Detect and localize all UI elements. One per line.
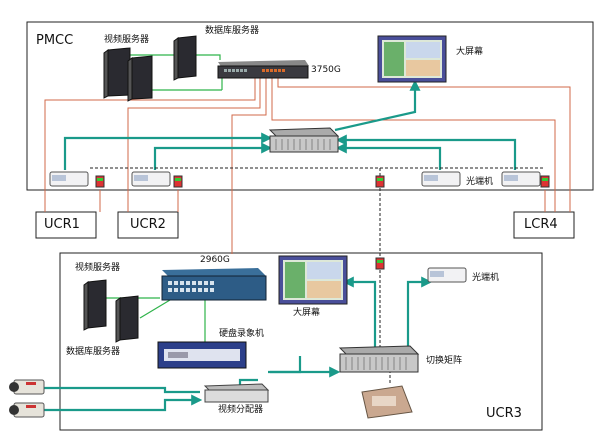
- lcr4-box: [513, 211, 575, 239]
- db-server-bottom-label: 数据库服务器: [66, 347, 121, 357]
- network-links: [44, 78, 571, 254]
- control-keyboard: [361, 385, 413, 419]
- optical-top-label: 光端机: [466, 177, 494, 187]
- ucr3-video-server: [83, 279, 107, 331]
- pmcc-zone-label: PMCC: [36, 33, 74, 48]
- ucr3-db-server: [115, 295, 139, 343]
- ucr3-big-screen: [278, 255, 348, 305]
- ucr3-zone-label: UCR3: [486, 406, 522, 421]
- switch-2960g: [161, 268, 267, 301]
- camera-icon: [9, 379, 45, 395]
- lcr4-label: LCR4: [524, 217, 558, 232]
- dvr-label: 硬盘录象机: [219, 329, 265, 339]
- ucr2-label: UCR2: [130, 217, 166, 232]
- pmcc-db-server: [173, 35, 197, 81]
- video-server-bottom-label: 视频服务器: [75, 263, 121, 273]
- camera-icon: [9, 402, 45, 418]
- big-screen-bottom-label: 大屏幕: [293, 308, 321, 318]
- pmcc-zone-box: [26, 21, 594, 191]
- fiber-links: [28, 79, 517, 412]
- video-distributor-label: 视频分配器: [218, 405, 264, 415]
- dvr-device: [157, 341, 247, 369]
- ethernet-links: [105, 54, 223, 345]
- ucr1-box: [35, 211, 97, 239]
- ucr1-label: UCR1: [44, 217, 80, 232]
- switch-3750g: [217, 60, 309, 79]
- video-distributor-device: [203, 383, 270, 403]
- optical-bottom-label: 光端机: [472, 273, 500, 283]
- db-server-top-label: 数据库服务器: [205, 26, 260, 36]
- pmcc-matrix-device: [268, 127, 340, 153]
- pmcc-video-servers: [103, 47, 153, 102]
- ucr3-optical-transceiver: [427, 267, 467, 283]
- media-converters: [95, 175, 550, 270]
- switch-matrix-device: [338, 345, 420, 373]
- switch-3750g-label: 3750G: [311, 65, 341, 75]
- switch-2960g-label: 2960G: [200, 255, 230, 265]
- pmcc-big-screen: [377, 35, 447, 83]
- big-screen-top-label: 大屏幕: [456, 47, 484, 57]
- switch-matrix-label: 切换矩阵: [426, 356, 463, 366]
- ucr3-zone-box: [59, 252, 543, 431]
- video-server-top-label: 视频服务器: [104, 35, 150, 45]
- pmcc-optical-transceivers: [49, 171, 541, 187]
- ucr2-box: [117, 211, 179, 239]
